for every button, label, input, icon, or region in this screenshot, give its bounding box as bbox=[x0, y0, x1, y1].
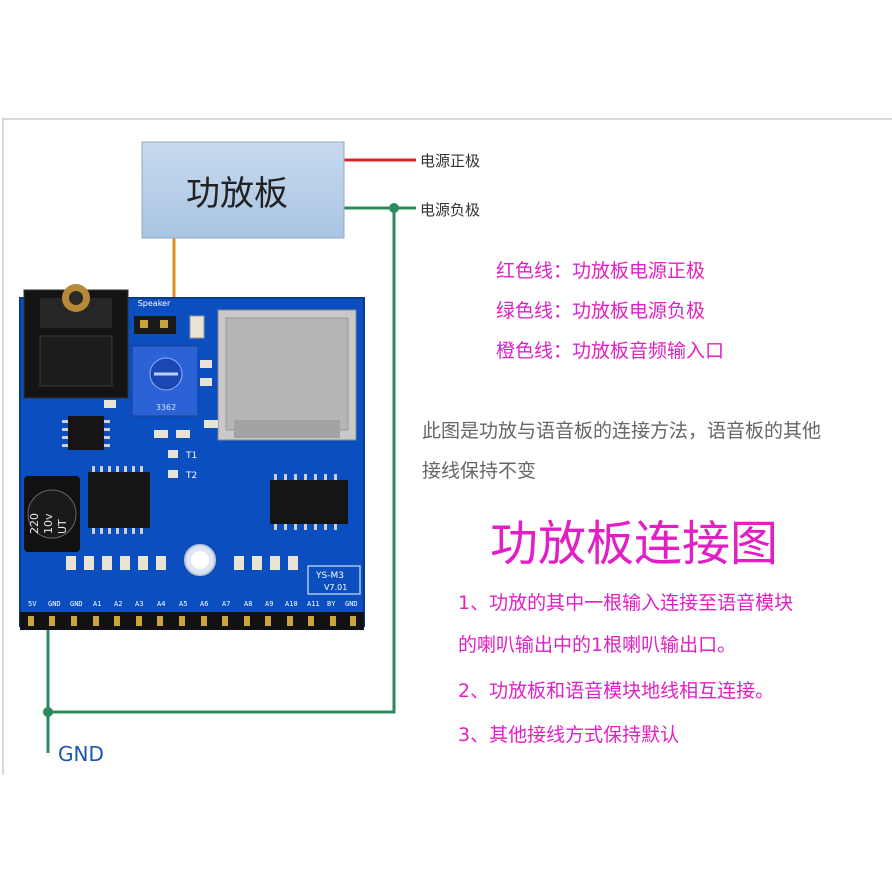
description-line-2: 接线保持不变 bbox=[422, 460, 537, 482]
ic-main bbox=[88, 466, 150, 534]
legend-green: 绿色线：功放板电源负极 bbox=[496, 300, 706, 322]
pin-label: GND bbox=[70, 600, 83, 608]
green-junction-bottom bbox=[43, 707, 53, 717]
pin-label-row: 5V GND GND A1 A2 A3 A4 A5 A6 A7 A8 A9 A1… bbox=[28, 600, 358, 608]
negative-wire-label: 电源负极 bbox=[420, 201, 481, 219]
legend-orange: 橙色线：功放板音频输入口 bbox=[496, 340, 725, 362]
header-pins bbox=[28, 616, 356, 626]
pin-label: GND bbox=[345, 600, 358, 608]
voice-module-pcb: Speaker 3362 bbox=[19, 284, 365, 630]
diagram-title: 功放板连接图 bbox=[490, 516, 779, 572]
green-wire bbox=[46, 206, 396, 714]
diagram-canvas: Speaker 3362 bbox=[19, 141, 416, 753]
note-3: 3、其他接线方式保持默认 bbox=[458, 724, 680, 746]
amp-board-box bbox=[141, 141, 345, 239]
pin-label: A9 bbox=[265, 600, 273, 608]
note-1: 1、功放的其中一根输入连接至语音模块 bbox=[458, 592, 794, 614]
description-line-1: 此图是功放与语音板的连接方法，语音板的其他 bbox=[422, 420, 822, 442]
pcb-model: YS-M3 bbox=[315, 571, 344, 581]
pin-label: A6 bbox=[200, 600, 208, 608]
pin-label: A1 bbox=[93, 600, 101, 608]
pin-label: A11 bbox=[307, 600, 320, 608]
ic-right bbox=[270, 474, 348, 530]
svg-text:10v: 10v bbox=[42, 513, 55, 534]
note-2: 2、功放板和语音模块地线相互连接。 bbox=[458, 680, 775, 702]
svg-text:UT: UT bbox=[56, 519, 69, 534]
pin-label: A10 bbox=[285, 600, 298, 608]
gnd-label: GND bbox=[58, 742, 104, 766]
diagram-slide: Speaker 3362 bbox=[2, 118, 892, 775]
amp-board-label: 功放板 bbox=[186, 174, 288, 214]
test-point-t2: T2 bbox=[185, 471, 197, 481]
pin-label: A4 bbox=[157, 600, 165, 608]
pin-label: GND bbox=[48, 600, 61, 608]
pin-header bbox=[20, 612, 364, 630]
pin-label: A8 bbox=[244, 600, 252, 608]
test-point-t1: T1 bbox=[185, 451, 197, 461]
speaker-silk: Speaker bbox=[138, 299, 171, 308]
note-1-continued: 的喇叭输出中的1根喇叭输出口。 bbox=[458, 634, 737, 656]
positive-wire-label: 电源正极 bbox=[420, 152, 481, 170]
sd-card-slot bbox=[217, 309, 357, 441]
electrolytic-capacitor: 220 10v UT bbox=[24, 476, 80, 552]
pin-label: A5 bbox=[179, 600, 187, 608]
pin-label: 5V bbox=[28, 600, 37, 608]
pcb-version: V7.01 bbox=[324, 583, 347, 592]
pin-label: A3 bbox=[135, 600, 143, 608]
svg-text:3362: 3362 bbox=[156, 403, 176, 412]
pin-label: A7 bbox=[222, 600, 230, 608]
ic-small bbox=[62, 416, 110, 450]
svg-text:220: 220 bbox=[28, 513, 41, 534]
legend-red: 红色线：功放板电源正极 bbox=[496, 260, 706, 282]
pin-label: A2 bbox=[114, 600, 122, 608]
potentiometer: 3362 bbox=[131, 345, 199, 417]
green-junction-top bbox=[389, 203, 399, 213]
pin-label: BY bbox=[327, 600, 336, 608]
audio-jack bbox=[23, 284, 129, 399]
